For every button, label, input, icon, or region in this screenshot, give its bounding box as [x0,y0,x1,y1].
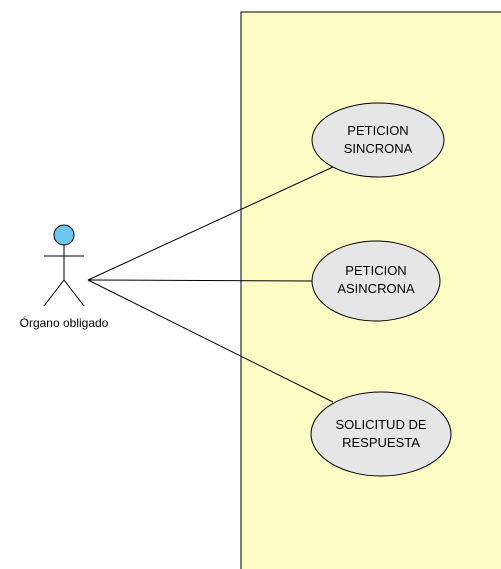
actor-name: Órgano obligado [20,315,109,330]
association-line-2 [87,279,313,282]
association-line-3 [87,279,334,403]
use-case-label-line: PETICION [347,123,408,138]
actor-left-leg [43,279,65,307]
use-case-ellipse[interactable] [311,240,441,322]
use-case-ellipse[interactable] [310,391,452,477]
association-line-1 [87,166,334,281]
use-case-ellipse[interactable] [311,102,445,178]
use-case-peticion-asincrona[interactable]: PETICION ASINCRONA [311,240,441,322]
actor-right-leg [63,279,85,307]
use-case-label-line: SINCRONA [344,141,413,156]
associations [87,166,334,403]
use-case-label-line: SOLICITUD DE [335,417,426,432]
use-case-peticion-sincrona[interactable]: PETICION SINCRONA [311,102,445,178]
actor-head [53,224,75,246]
use-case-label-line: PETICION [345,263,406,278]
use-case-label-line: ASINCRONA [337,281,415,296]
use-case-label-line: RESPUESTA [342,435,420,450]
use-case-solicitud-de-respuesta[interactable]: SOLICITUD DE RESPUESTA [310,391,452,477]
actor-organo-obligado[interactable] [43,224,85,307]
